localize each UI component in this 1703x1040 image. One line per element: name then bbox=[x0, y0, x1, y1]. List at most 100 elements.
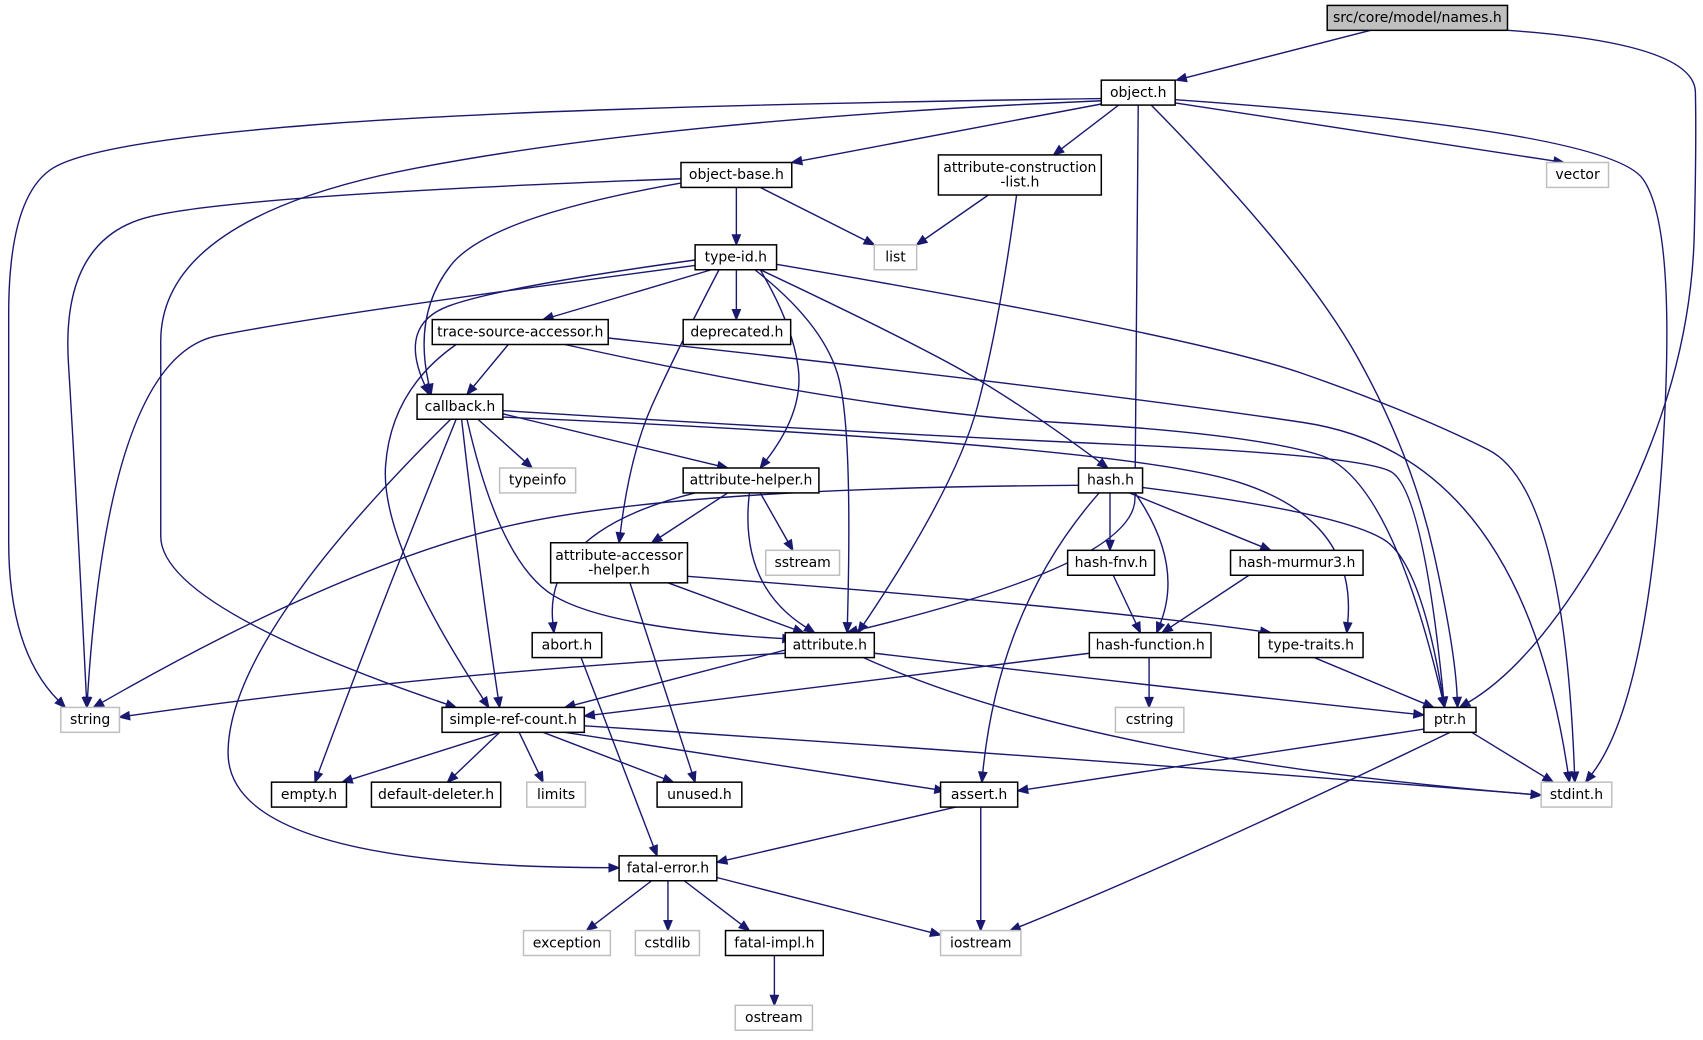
edge-line bbox=[1175, 98, 1668, 775]
edge-line bbox=[518, 732, 540, 774]
node-label: assert.h bbox=[951, 787, 1007, 803]
edge-line bbox=[1467, 29, 1697, 703]
node-box bbox=[60, 706, 121, 734]
edge-line bbox=[629, 582, 693, 773]
edge-attracc-to-unused bbox=[629, 582, 697, 784]
node-object[interactable]: object.h bbox=[1100, 79, 1176, 106]
node-tracesrc[interactable]: trace-source-accessor.h bbox=[431, 318, 609, 346]
edge-simpleref-to-empty bbox=[340, 731, 500, 784]
edge-line bbox=[1170, 574, 1250, 628]
node-fatalimpl[interactable]: fatal-impl.h bbox=[724, 929, 825, 957]
edge-callback-to-typeinfo bbox=[477, 418, 534, 470]
node-label: sstream bbox=[774, 555, 830, 571]
node-label: callback.h bbox=[425, 399, 496, 415]
node-empty[interactable]: empty.h bbox=[270, 781, 348, 808]
node-ptr[interactable]: ptr.h bbox=[1423, 706, 1477, 734]
node-typetraits[interactable]: type-traits.h bbox=[1258, 631, 1364, 659]
node-label: hash-function.h bbox=[1096, 637, 1205, 653]
edge-line bbox=[584, 725, 1532, 796]
node-attracc[interactable]: attribute-accessor-helper.h bbox=[549, 542, 689, 584]
edge-arrowhead bbox=[1584, 770, 1597, 784]
node-box bbox=[939, 929, 1022, 957]
node-objectbase[interactable]: object-base.h bbox=[680, 161, 793, 189]
edge-arrowhead bbox=[975, 919, 986, 933]
node-label: hash-murmur3.h bbox=[1238, 555, 1355, 571]
node-assert[interactable]: assert.h bbox=[939, 781, 1019, 808]
edge-line bbox=[86, 264, 696, 698]
node-cstdlib: cstdlib bbox=[634, 929, 701, 957]
node-label: stdint.h bbox=[1550, 787, 1603, 803]
edge-hashmurmur-to-hashfunc bbox=[1160, 574, 1250, 634]
node-typeinfo: typeinfo bbox=[498, 467, 577, 494]
edge-arrowhead bbox=[1569, 771, 1580, 784]
node-simpleref[interactable]: simple-ref-count.h bbox=[441, 706, 586, 734]
edge-arrowhead bbox=[1144, 696, 1154, 710]
node-attrhelper[interactable]: attribute-helper.h bbox=[682, 467, 820, 494]
edge-line bbox=[580, 657, 655, 847]
node-label: hash-fnv.h bbox=[1075, 555, 1148, 571]
edge-arrowhead bbox=[1412, 709, 1426, 719]
edge-line bbox=[747, 492, 807, 628]
node-names[interactable]: src/core/model/names.h bbox=[1326, 4, 1509, 32]
node-label: fatal-error.h bbox=[627, 861, 709, 877]
node-box bbox=[1114, 706, 1185, 734]
node-attrconst[interactable]: attribute-construction-list.h bbox=[937, 154, 1103, 196]
edge-arrowhead bbox=[650, 532, 664, 544]
node-box bbox=[370, 781, 502, 808]
edge-line bbox=[1061, 104, 1120, 150]
node-callback[interactable]: callback.h bbox=[416, 393, 504, 421]
node-box bbox=[939, 781, 1019, 808]
edge-ptr-to-stdint bbox=[1471, 731, 1555, 784]
edge-ptr-to-iostream bbox=[1008, 731, 1451, 932]
edge-assert-to-fatalerror bbox=[715, 806, 956, 865]
edge-typeid-to-attrhelper bbox=[759, 269, 800, 470]
node-box bbox=[1545, 161, 1610, 189]
edge-arrowhead bbox=[582, 709, 596, 720]
node-hashfnv[interactable]: hash-fnv.h bbox=[1066, 549, 1156, 576]
node-box bbox=[1100, 79, 1176, 106]
edge-line bbox=[687, 575, 1261, 632]
edge-arrowhead bbox=[1156, 621, 1166, 635]
node-hash[interactable]: hash.h bbox=[1077, 467, 1144, 494]
nodes-layer: src/core/model/names.h object.h object-bas… bbox=[60, 4, 1613, 1031]
node-label: hash.h bbox=[1087, 473, 1134, 489]
edge-arrowhead bbox=[1160, 622, 1174, 634]
edge-line bbox=[414, 259, 696, 386]
edge-arrowhead bbox=[82, 696, 93, 710]
node-label: abort.h bbox=[542, 637, 593, 653]
node-deprecated[interactable]: deprecated.h bbox=[682, 318, 792, 346]
node-fatalerror[interactable]: fatal-error.h bbox=[618, 855, 718, 882]
edge-hash-to-hashfunc bbox=[1134, 492, 1169, 635]
edge-hash-to-assert bbox=[978, 492, 1100, 784]
edge-line bbox=[856, 105, 1139, 632]
edge-arrowhead bbox=[1563, 770, 1573, 784]
edge-hashfunc-to-simpleref bbox=[582, 652, 1090, 720]
node-defdel[interactable]: default-deleter.h bbox=[370, 781, 502, 808]
edge-line bbox=[1185, 29, 1371, 79]
edge-arrowhead bbox=[117, 710, 131, 721]
edge-arrowhead bbox=[715, 855, 729, 865]
node-abort[interactable]: abort.h bbox=[531, 631, 603, 659]
node-box bbox=[416, 393, 504, 421]
edge-arrowhead bbox=[663, 919, 673, 933]
node-attribute[interactable]: attribute.h bbox=[784, 631, 876, 659]
node-label: cstdlib bbox=[644, 935, 690, 951]
edge-line bbox=[982, 492, 1100, 773]
edge-object-to-attrconst bbox=[1052, 104, 1120, 156]
node-box bbox=[1423, 706, 1477, 734]
edge-arrowhead bbox=[759, 456, 771, 470]
node-box bbox=[1540, 781, 1613, 808]
node-box bbox=[1066, 549, 1156, 576]
node-unused[interactable]: unused.h bbox=[656, 781, 743, 808]
node-box bbox=[694, 244, 778, 271]
node-hashmurmur[interactable]: hash-murmur3.h bbox=[1229, 549, 1364, 576]
edge-arrowhead bbox=[1131, 620, 1142, 635]
node-box bbox=[680, 161, 793, 189]
node-typeid[interactable]: type-id.h bbox=[694, 244, 778, 271]
edge-arrowhead bbox=[534, 770, 544, 784]
edge-typeid-to-tracesrc bbox=[541, 269, 712, 322]
node-hashfunc[interactable]: hash-function.h bbox=[1088, 631, 1212, 659]
edge-arrowhead bbox=[446, 771, 459, 784]
edge-line bbox=[564, 731, 936, 791]
edge-attracc-to-attribute bbox=[667, 582, 806, 634]
